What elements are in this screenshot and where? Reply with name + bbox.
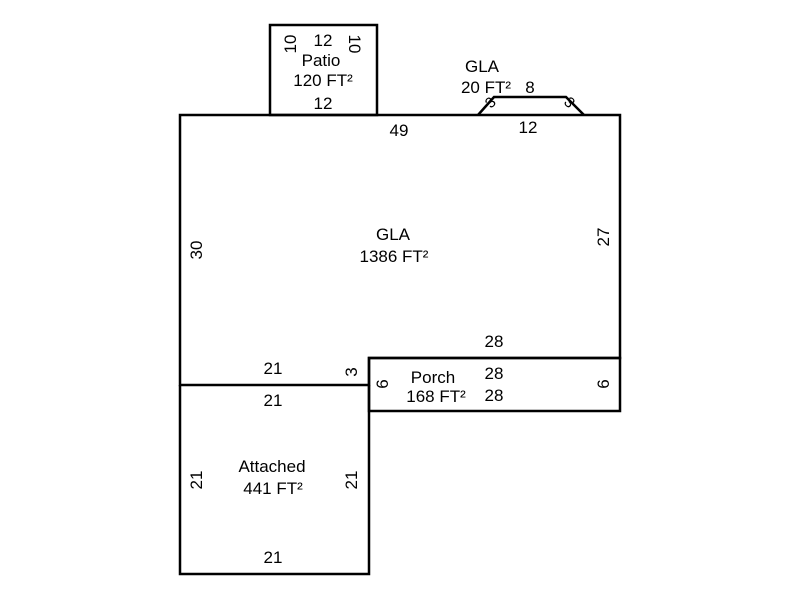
porch-left-dim: 6 (373, 379, 392, 388)
porch-area: 168 FT² (406, 387, 466, 406)
gla-left-dim: 30 (187, 241, 206, 260)
gla-top-dim: 49 (390, 121, 409, 140)
porch-right-dim: 6 (594, 379, 613, 388)
patio-right-dim: 10 (345, 35, 364, 54)
gla-bottom-right-dim: 28 (485, 332, 504, 351)
bay-top-dim: 8 (525, 78, 534, 97)
gla-step-dim: 3 (342, 367, 361, 376)
gla-right-dim: 27 (594, 228, 613, 247)
porch-label: Porch (411, 368, 455, 387)
bay-base-dim: 12 (519, 118, 538, 137)
patio-left-dim: 10 (281, 35, 300, 54)
attached-area: 441 FT² (243, 479, 303, 498)
gla-bay-outline (477, 95, 585, 116)
attached-right-dim: 21 (342, 471, 361, 490)
porch-top-dim: 28 (485, 364, 504, 383)
porch-outline (367, 356, 622, 413)
attached-top-dim: 21 (264, 391, 283, 410)
patio-outline (268, 23, 379, 117)
attached-left-dim: 21 (187, 471, 206, 490)
attached-bottom-dim: 21 (264, 548, 283, 567)
gla-label: GLA (376, 225, 411, 244)
attached-label: Attached (238, 457, 305, 476)
attached-outline (178, 385, 371, 576)
patio-bottom-dim: 12 (314, 94, 333, 113)
gla-area: 1386 FT² (360, 247, 429, 266)
porch-bottom-dim: 28 (485, 386, 504, 405)
patio-area: 120 FT² (293, 71, 353, 90)
bay-area: 20 FT² (461, 78, 511, 97)
patio-top-dim: 12 (314, 31, 333, 50)
patio-label: Patio (302, 51, 341, 70)
gla-bottom-left-dim: 21 (264, 359, 283, 378)
bay-label: GLA (465, 57, 500, 76)
